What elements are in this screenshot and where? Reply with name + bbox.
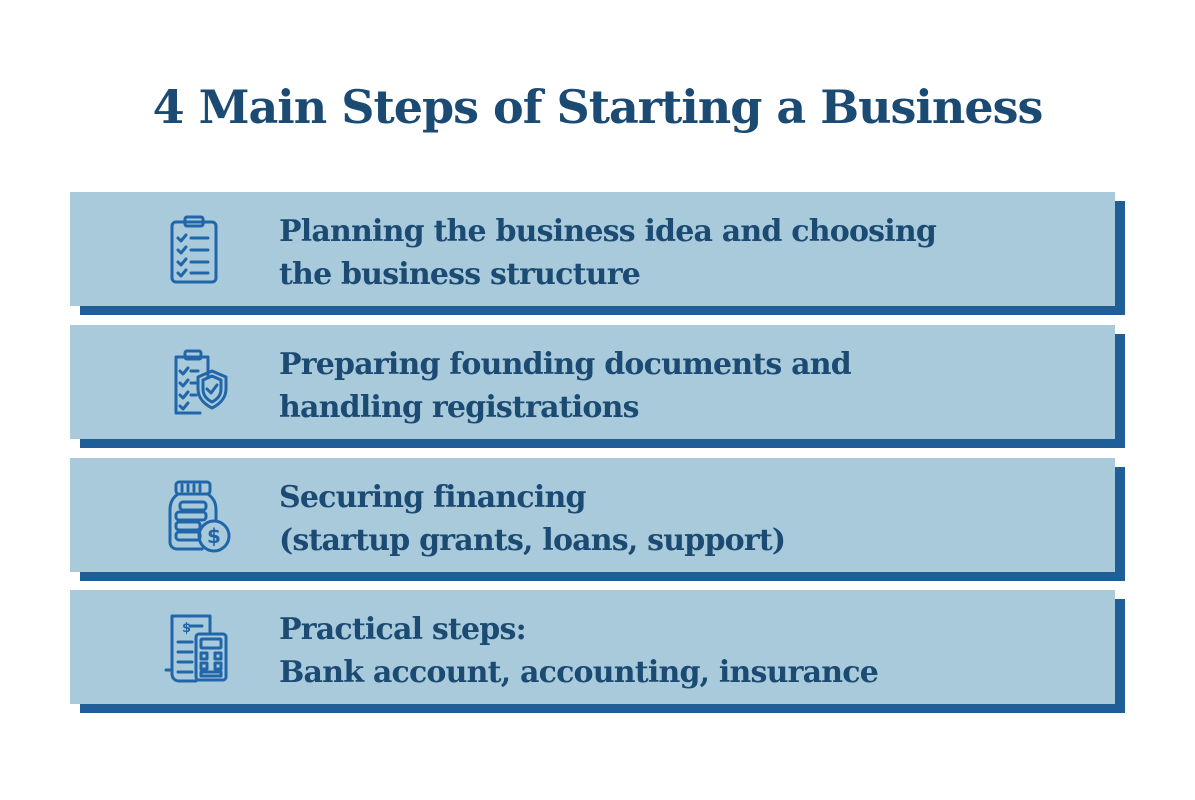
clipboard-checklist-icon: [158, 214, 234, 286]
step-card-3: $ Securing financing (startup grants, lo…: [70, 458, 1115, 572]
step-text-2: Preparing founding documents and handlin…: [279, 343, 1099, 429]
step-card-4: $ Practical steps: Bank account, account…: [70, 590, 1115, 704]
svg-text:$: $: [182, 621, 191, 636]
document-shield-icon: [158, 347, 234, 419]
step-text-4: Practical steps: Bank account, accountin…: [279, 608, 1099, 694]
receipt-calculator-icon: $: [158, 612, 234, 684]
svg-text:$: $: [207, 524, 221, 548]
step-text-3: Securing financing (startup grants, loan…: [279, 476, 1099, 562]
coin-jar-dollar-icon: $: [158, 480, 234, 553]
step-1-line-2: the business structure: [279, 257, 641, 292]
step-2-line-2: handling registrations: [279, 390, 639, 425]
step-card-1: Planning the business idea and choosing …: [70, 192, 1115, 306]
step-3-line-1: Securing financing: [279, 480, 586, 515]
step-card-2: Preparing founding documents and handlin…: [70, 325, 1115, 439]
step-text-1: Planning the business idea and choosing …: [279, 210, 1099, 296]
page-title: 4 Main Steps of Starting a Business: [152, 80, 1044, 134]
step-2-line-1: Preparing founding documents and: [279, 347, 852, 382]
step-4-line-2: Bank account, accounting, insurance: [279, 655, 879, 690]
step-4-line-1: Practical steps:: [279, 612, 527, 647]
step-1-line-1: Planning the business idea and choosing: [279, 214, 937, 249]
step-3-line-2: (startup grants, loans, support): [279, 523, 786, 558]
